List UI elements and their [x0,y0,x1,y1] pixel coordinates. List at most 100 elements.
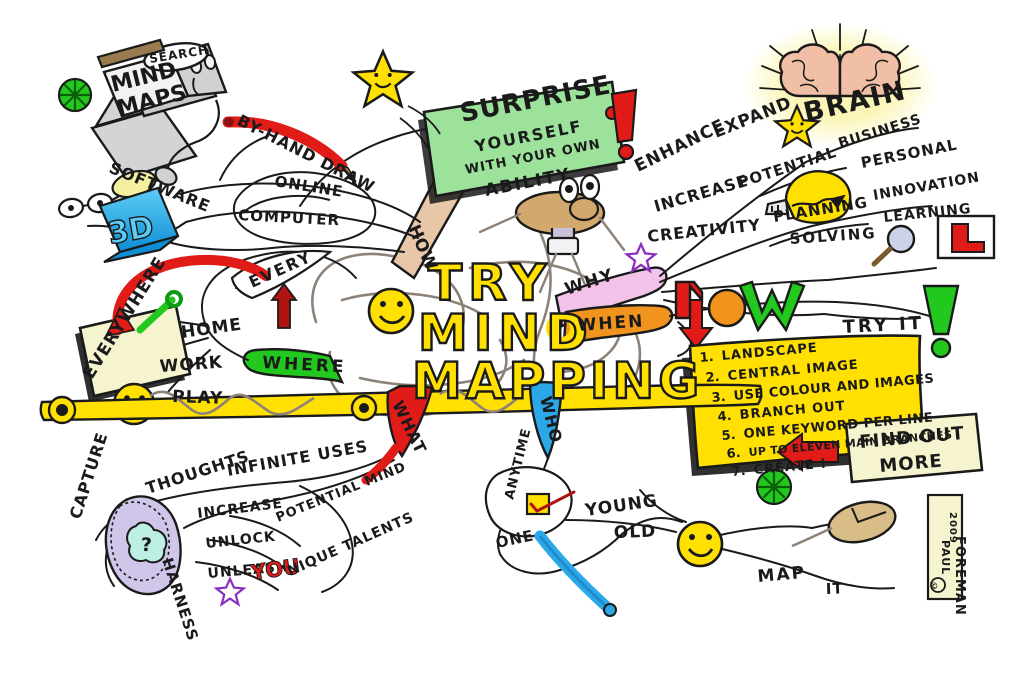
red-pencil-icon [222,116,358,187]
thought-cloud [126,521,168,564]
what-item-capture[interactable]: CAPTURE [66,430,112,521]
how-item-software[interactable]: SOFTWARE [107,158,214,216]
red-curved-arrow-icon [104,254,271,338]
l-plate-icon [936,214,996,260]
find-out-more-line-2[interactable]: MORE [879,451,944,477]
search-label[interactable]: SEARCH [148,43,210,66]
purple-star-icon [623,241,659,274]
red-arrow-left-icon [776,432,839,472]
what-item-harness[interactable]: HARNESS [158,556,202,644]
title-line-1: TRY [428,254,552,312]
how-item-3d[interactable]: 3D [105,209,158,253]
star-motion-lines [399,105,441,149]
brain-icon [779,43,901,98]
find-out-more-card[interactable] [844,412,984,484]
who-branch-group [484,457,897,617]
branch-label-where[interactable]: WHERE [262,353,347,377]
red-arrow-down-icon [677,299,715,350]
checklist-num-2: 2. [705,370,720,386]
question-mark: ? [141,534,152,556]
everywhere-tag-label[interactable]: EVERYWHERE [79,253,170,382]
where-item-play[interactable]: PLAY [172,387,224,409]
what-branch-group [95,443,401,596]
where-item-work[interactable]: WORK [159,353,224,377]
where-ribbon [242,348,345,385]
smiley-face-icon [367,287,415,335]
smiling-star-icon [350,48,416,109]
what-item-increase[interactable]: INCREASE [197,496,284,522]
checklist-item-1[interactable]: LANDSCAPE [721,341,818,364]
why-item-creativity[interactable]: CREATIVITY [646,215,761,246]
what-item-potential-mind[interactable]: POTENTIAL MIND [274,460,409,526]
lightbulb-icon [764,170,852,224]
checklist-num-5: 5. [721,428,736,444]
green-starburst-icon [755,468,793,506]
surprise-note [418,80,626,204]
signature-copyright: © [930,582,939,592]
when-branch-group [546,280,984,506]
checklist-num-7: 7. [731,464,746,480]
purple-star-icon [213,576,247,607]
younique-rest[interactable]: NIQUE TALENTS [285,509,416,579]
blue-pen-icon [534,530,617,617]
3d-glasses-icon [57,169,157,219]
branch-label-how[interactable]: HOW [403,222,441,274]
why-item-planning[interactable]: PLANNING [772,193,869,226]
why-item-expand[interactable]: EXPAND [710,93,795,143]
title-line-3: MAPPING [412,352,703,410]
everywhere-tag [78,304,192,398]
what-item-unlock[interactable]: UNLOCK [205,529,277,552]
checklist-num-3: 3. [711,390,726,406]
green-starburst-icon [57,77,93,113]
what-item-infinite-uses[interactable]: INFINITE USES [225,436,369,480]
how-item-computer[interactable]: COMPUTER [238,206,341,229]
branch-label-why[interactable]: WHY [562,265,617,300]
when-ribbon [562,304,674,346]
younique-you[interactable]: YOU [248,554,302,586]
checklist-num-6: 6. [726,446,741,462]
magnifying-glass-icon [871,224,916,267]
who-item-anytime[interactable]: ANYTIME [502,427,534,501]
who-item-map[interactable]: MAP [757,563,807,587]
red-exclamation-icon [610,88,638,161]
what-ribbon [386,384,434,459]
title-line-2: MIND [418,304,594,362]
surprise-line-1: SURPRISE [458,70,614,129]
try-it-label[interactable]: TRY IT [842,313,924,338]
what-item-unleash[interactable]: UNLEASH [207,559,289,582]
where-item-every[interactable]: EVERY [246,247,315,292]
page-title: TRY MIND MAPPING [411,253,703,411]
who-item-old[interactable]: OLD [613,522,656,543]
signature-name-2: FOREMAN [952,536,967,616]
checklist-num-4: 4. [717,409,732,425]
robot-character-icon [478,173,626,294]
now-letters [674,280,806,333]
why-item-innovation[interactable]: INNOVATION [872,169,981,204]
checklist-item-7[interactable]: CREATE ! [753,457,828,478]
smiley-face-icon [676,520,724,568]
smiling-star-icon [772,103,822,149]
why-item-potential[interactable]: POTENTIAL [736,143,839,192]
checklist: 1. LANDSCAPE 2. CENTRAL IMAGE 3. USE COL… [699,341,953,480]
signature-year: 2009 [947,512,958,544]
red-arrow-up-icon [270,282,298,329]
desktop-computer-icon [90,38,228,186]
where-item-home[interactable]: HOME [180,315,243,343]
signature-name-1: PAUL [939,540,952,575]
green-exclamation-icon [922,284,960,359]
why-item-learning[interactable]: LEARNING [883,201,972,226]
who-item-young[interactable]: YOUNG [583,491,659,521]
computer-mouse-icon [791,500,897,548]
checklist-num-1: 1. [699,350,714,366]
who-ribbon [528,380,564,461]
who-item-one[interactable]: ONE [494,526,535,552]
who-item-it[interactable]: IT [826,579,844,598]
how-branch-group [57,38,471,280]
why-branch-group [554,23,996,328]
branch-label-when[interactable]: WHEN [577,311,645,336]
3d-logo [98,186,180,264]
why-item-solving[interactable]: SOLVING [789,224,877,248]
